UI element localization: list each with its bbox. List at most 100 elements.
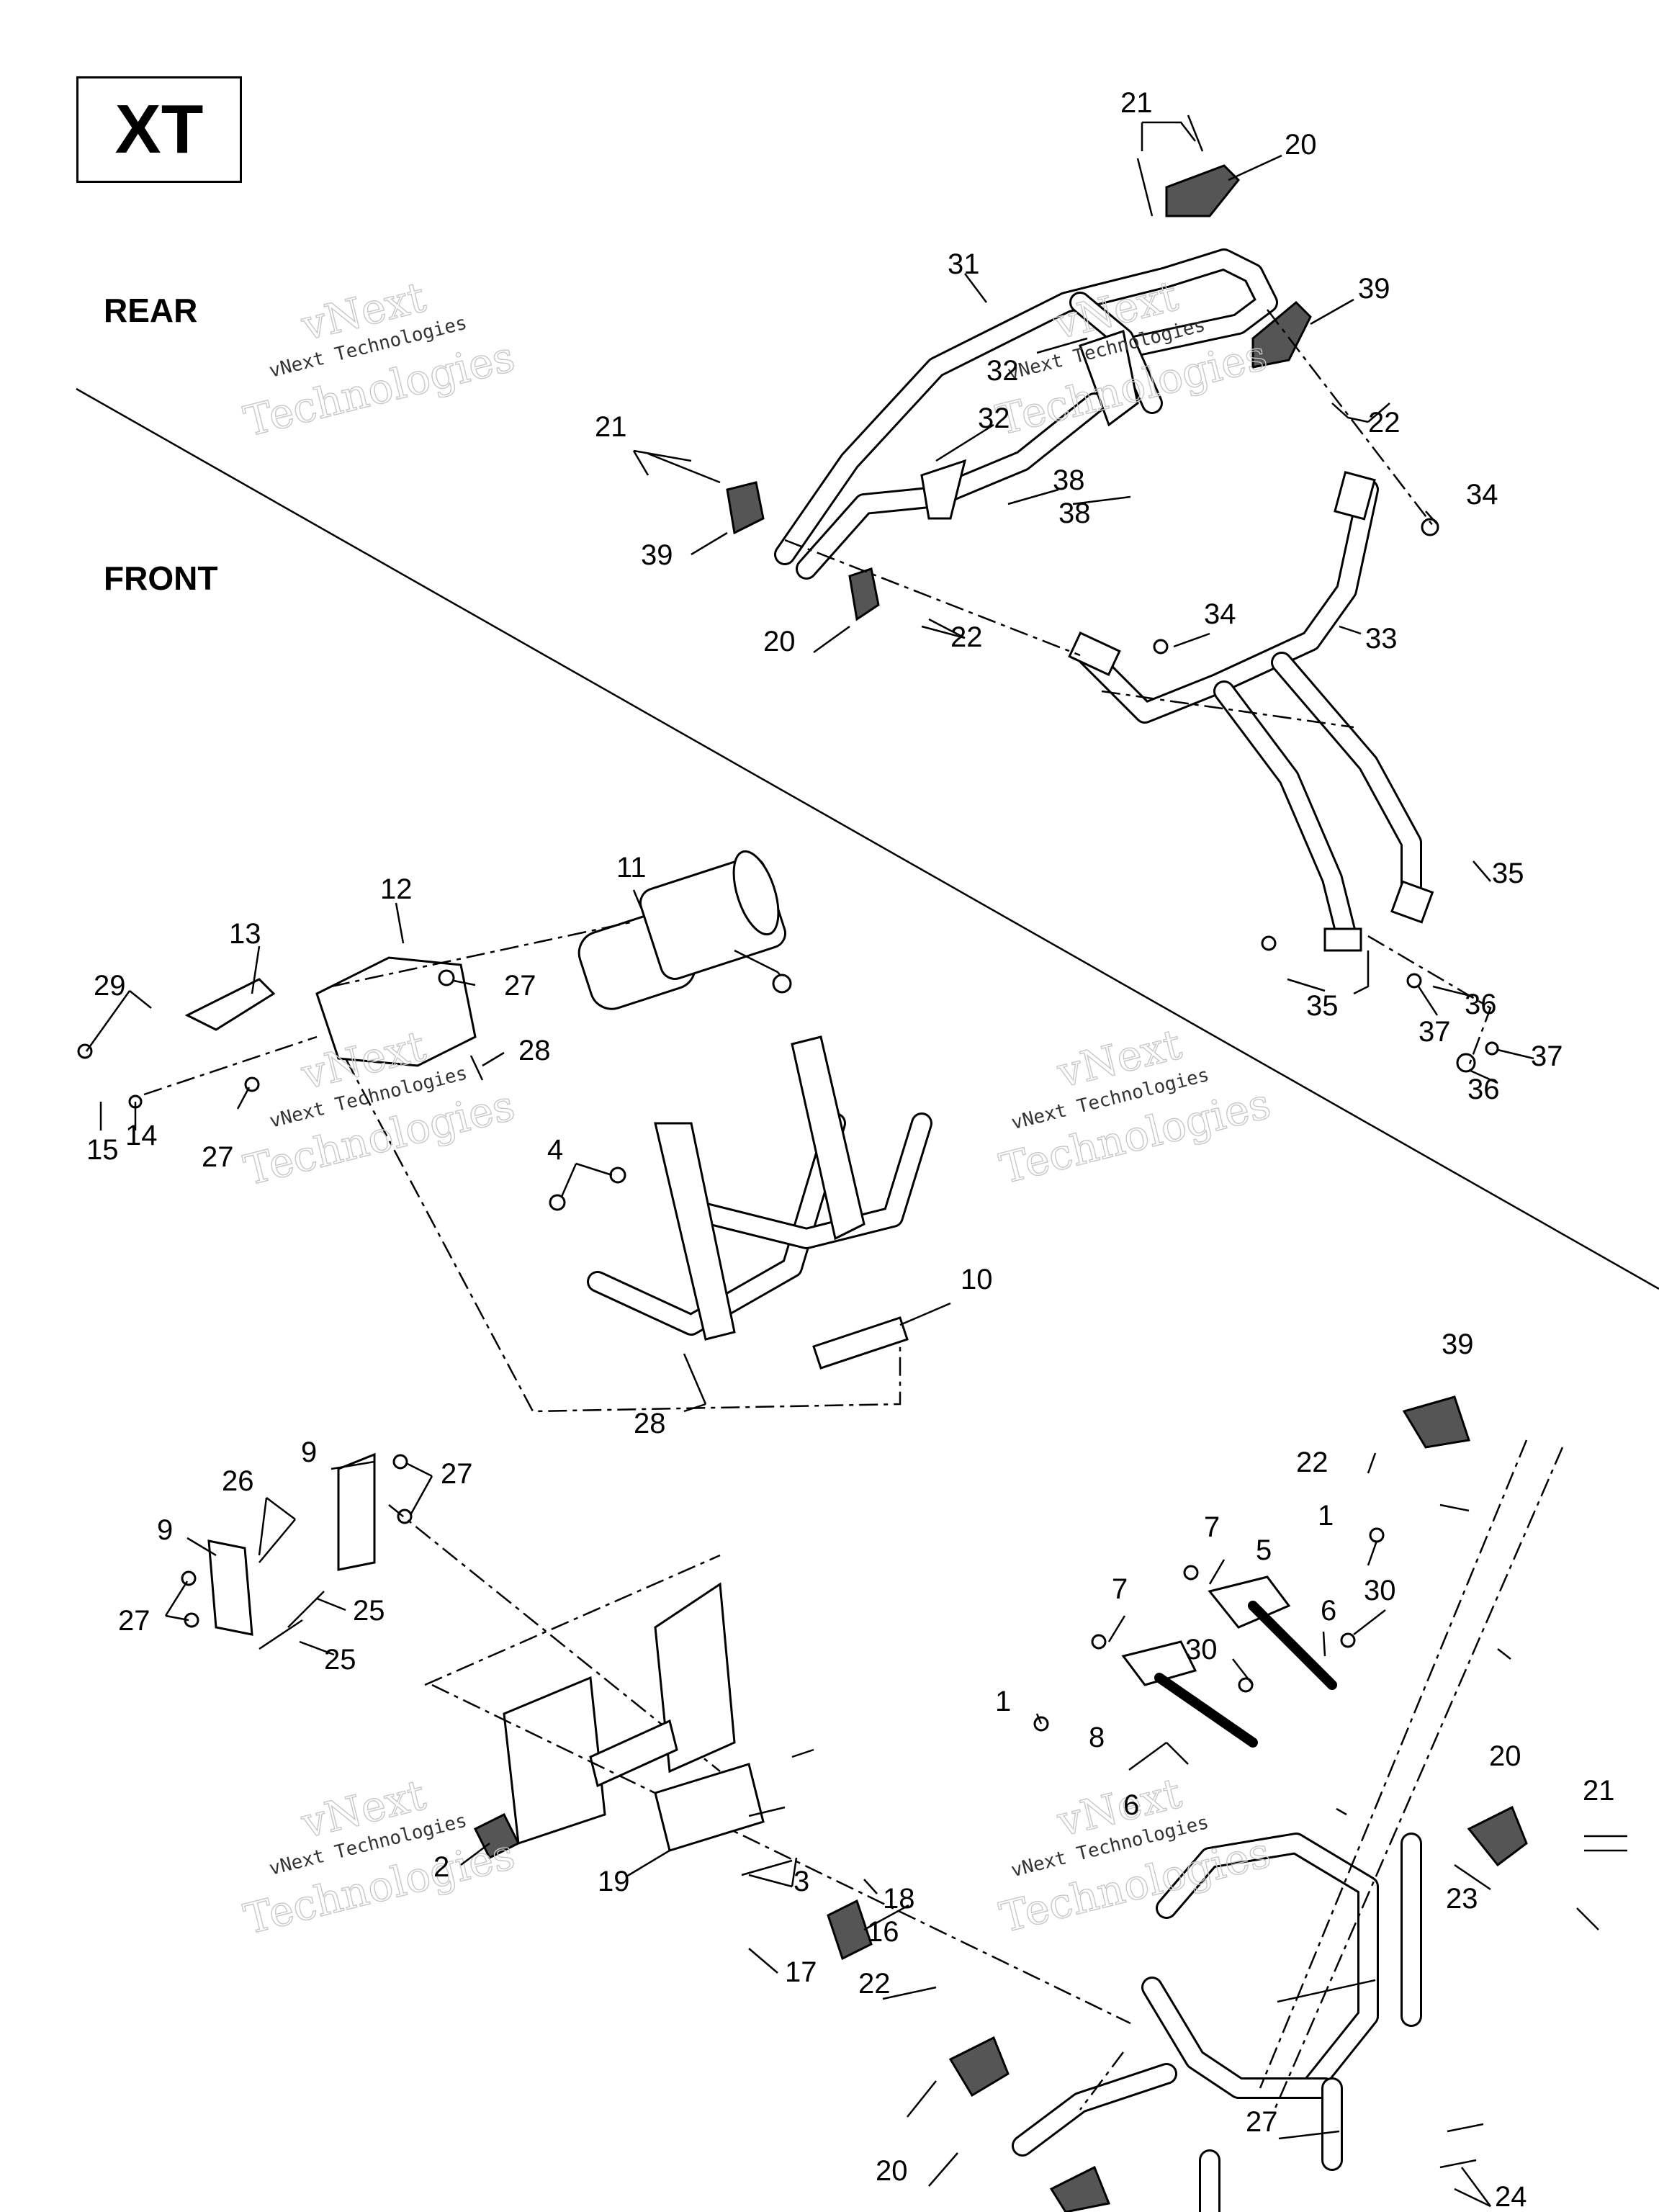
callout-39-b: 39 <box>641 539 673 571</box>
nut-7-a <box>1183 1565 1199 1581</box>
callout-20-b: 20 <box>763 626 796 657</box>
front-frame <box>549 1035 932 1405</box>
callout-27-e: 27 <box>1246 2106 1278 2138</box>
bolt-21-left <box>647 452 721 484</box>
callout-18: 18 <box>883 1883 915 1915</box>
callout-38: 38 <box>1053 464 1085 496</box>
nut-27-b <box>438 969 455 986</box>
front-bumper-assembly <box>948 1395 1627 2212</box>
clamp-lower <box>1049 2165 1111 2212</box>
bolt-21-a <box>1136 158 1154 217</box>
callout-7-b: 7 <box>1112 1573 1128 1605</box>
frame-upright-left <box>654 1122 736 1341</box>
callout-33: 33 <box>1365 623 1398 655</box>
bolt-28-b <box>683 1353 707 1405</box>
bolt-21-b <box>1187 114 1204 152</box>
callout-27-c: 27 <box>441 1458 473 1490</box>
nut-27-d <box>397 1509 413 1524</box>
callout-22-c: 22 <box>1296 1447 1328 1478</box>
callout-21-c: 21 <box>1583 1775 1615 1807</box>
callout-22-d: 22 <box>858 1968 891 2000</box>
callout-numbers: 21 20 31 39 32 22 32 38 34 21 38 39 34 2… <box>86 87 1615 2212</box>
callout-37-b: 37 <box>1531 1040 1563 1072</box>
clamp-20-top <box>1165 164 1241 217</box>
callout-19: 19 <box>598 1866 630 1897</box>
front-label: FRONT <box>104 559 218 597</box>
callout-4: 4 <box>547 1134 563 1166</box>
callout-13: 13 <box>229 918 261 950</box>
rear-frame-33 <box>1068 471 1434 952</box>
nut-4-a <box>609 1166 626 1184</box>
callout-leaders <box>85 121 1599 2208</box>
callout-17: 17 <box>785 1956 817 1988</box>
callout-36: 36 <box>1465 989 1497 1020</box>
callout-32-b: 32 <box>978 403 1010 434</box>
callout-12: 12 <box>380 873 413 905</box>
callout-25-b: 25 <box>324 1644 356 1676</box>
callout-16: 16 <box>867 1916 899 1948</box>
callout-10: 10 <box>961 1264 993 1295</box>
bolt-1-a <box>1369 1527 1385 1543</box>
bolt-24-a <box>1447 2123 1484 2133</box>
plate-12 <box>315 956 477 1067</box>
callout-2: 2 <box>433 1851 449 1883</box>
callout-22-b: 22 <box>950 621 983 653</box>
nut-7-b <box>1091 1634 1107 1650</box>
fairlead-19 <box>654 1763 765 1852</box>
callout-34-b: 34 <box>1204 598 1236 630</box>
bracket-38-left <box>920 459 967 520</box>
bar-8 <box>1154 1673 1258 1748</box>
bolt-28-a <box>469 1055 484 1081</box>
callout-24: 24 <box>1495 2181 1527 2212</box>
fairlead-10 <box>812 1316 909 1370</box>
clip-16 <box>827 1899 873 1961</box>
callout-21: 21 <box>1120 87 1153 119</box>
callout-30-b: 30 <box>1185 1634 1218 1665</box>
nut-34-b <box>1153 639 1169 655</box>
bracket-5 <box>1208 1575 1291 1629</box>
callout-30: 30 <box>1364 1575 1396 1606</box>
washer-37-b <box>1406 973 1422 989</box>
clamp-20-left-front <box>948 2036 1010 2098</box>
callout-28-b: 28 <box>634 1408 666 1439</box>
callout-7: 7 <box>1204 1511 1220 1543</box>
rear-label: REAR <box>104 292 198 329</box>
plate-9-lower <box>207 1539 253 1636</box>
clamp-20-right <box>1467 1805 1528 1867</box>
callout-22: 22 <box>1368 407 1401 439</box>
callout-39-c: 39 <box>1442 1328 1474 1360</box>
callout-14: 14 <box>125 1120 158 1151</box>
bolt-25-b <box>258 1619 303 1650</box>
nut-4-b <box>549 1194 566 1211</box>
callout-27-d: 27 <box>118 1605 150 1637</box>
callout-8: 8 <box>1089 1722 1105 1753</box>
bolt-17 <box>741 1859 793 1876</box>
callout-20: 20 <box>1285 129 1317 161</box>
bolt-24-b <box>1439 2159 1477 2169</box>
model-badge: XT <box>76 76 242 183</box>
bracket-8 <box>1121 1640 1197 1686</box>
clamp-20-left <box>848 567 880 621</box>
callout-27: 27 <box>504 970 536 1002</box>
callout-26: 26 <box>222 1465 254 1497</box>
winch-mount <box>181 1452 721 1772</box>
callout-34: 34 <box>1466 479 1498 511</box>
nut-27-e <box>181 1570 197 1586</box>
callout-25: 25 <box>353 1595 385 1627</box>
bolt-3-b <box>791 1748 814 1758</box>
callout-39: 39 <box>1358 273 1390 305</box>
bolt-25-a <box>287 1591 325 1628</box>
clamp-39-front <box>1402 1395 1470 1449</box>
bolt-6 <box>1166 1742 1189 1765</box>
nut-34-a <box>1421 518 1439 536</box>
bracket-group <box>1033 1527 1385 1765</box>
callout-9-b: 9 <box>157 1514 173 1546</box>
frame-upright-right <box>791 1035 866 1241</box>
callout-9: 9 <box>301 1437 317 1468</box>
callout-36-b: 36 <box>1467 1074 1500 1105</box>
nut-30-a <box>1340 1632 1356 1648</box>
bracket-38-right <box>1079 330 1139 427</box>
nut-36-b <box>1456 1053 1476 1073</box>
